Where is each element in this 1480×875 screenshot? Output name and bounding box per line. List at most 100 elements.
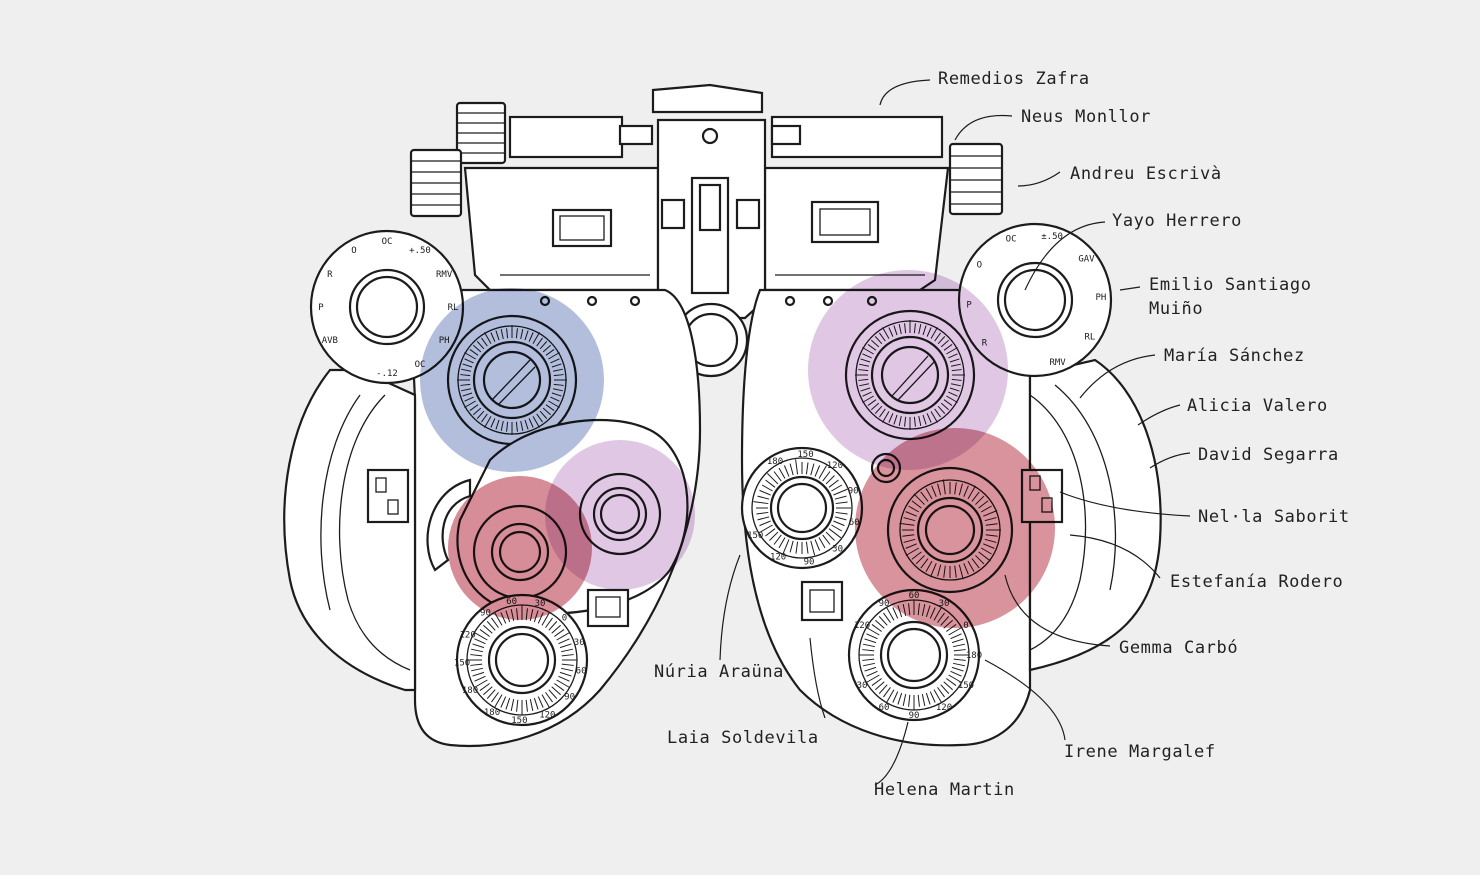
dial-tick [491, 617, 499, 628]
dial-tick [886, 607, 895, 621]
dial-number: 90 [564, 693, 575, 703]
dial-tick [470, 654, 483, 657]
dial-number: 0 [562, 614, 567, 624]
dial-tick [875, 681, 885, 691]
dial-number: O [351, 246, 356, 256]
dial-number: 90 [480, 608, 491, 618]
dial-tick [753, 501, 769, 505]
dial-tick [946, 678, 957, 686]
dial-tick [948, 674, 962, 683]
dial-number: 30 [832, 545, 843, 555]
dial-tick [525, 699, 528, 712]
leader-lines [719, 79, 1191, 786]
dial-tick [862, 658, 875, 661]
dial-tick [548, 689, 558, 699]
dial-tick [950, 670, 962, 677]
dial-tick [951, 638, 964, 644]
dial-tick [757, 495, 770, 500]
dial-number: OC [382, 237, 393, 247]
dial-tick [835, 511, 848, 515]
dial-number: OC [415, 360, 426, 370]
dial-tick [866, 633, 878, 640]
dial-tick [558, 638, 570, 645]
dial-tick [825, 475, 835, 485]
dial-tick [871, 624, 882, 632]
dial-tick [937, 687, 945, 698]
knob-left-upper [455, 101, 507, 165]
dial-tick [559, 643, 572, 649]
dial-number: 150 [511, 716, 527, 726]
label-maria: María Sánchez [1164, 346, 1305, 366]
label-yayo: Yayo Herrero [1112, 211, 1242, 231]
label-helena: Helena Martin [874, 780, 1015, 800]
dial-tick [491, 692, 499, 703]
dial-tick [862, 649, 875, 652]
dial-tick [759, 524, 773, 533]
dial-tick [892, 691, 899, 703]
dial-number: 60 [879, 703, 890, 713]
dial-number: ±.50 [1041, 232, 1063, 242]
dial-tick [822, 534, 831, 545]
dial-tick [759, 489, 771, 496]
dial-tick [818, 465, 827, 479]
dial-tick [510, 699, 515, 711]
dial-tick [886, 689, 895, 703]
dial-tick [878, 684, 888, 694]
dial-tick [479, 683, 490, 691]
dial-tick [541, 694, 550, 708]
label-remedios: Remedios Zafra [938, 69, 1090, 89]
dial-tick [773, 471, 782, 482]
dial-tick [933, 689, 942, 703]
dial-tick [875, 619, 885, 629]
dial-tick [917, 694, 920, 707]
dial-number: 120 [770, 552, 786, 562]
dial-number: 30 [574, 638, 585, 648]
dial-tick [783, 465, 790, 477]
phoropter-illustration [283, 83, 1162, 747]
dial-number: 90 [909, 711, 920, 721]
dial-tick [766, 472, 779, 485]
dial-tick [471, 648, 483, 653]
dial-tick [866, 674, 880, 683]
dial-tick [828, 479, 839, 488]
dial-tick [778, 467, 786, 479]
dial-tick [835, 501, 848, 505]
dial-tick [863, 643, 875, 648]
dial-tick [925, 692, 931, 705]
dial-tick [561, 648, 573, 653]
top-bar [409, 83, 1004, 218]
dial-number: GAV [1078, 255, 1095, 265]
dial-number: 60 [576, 666, 587, 676]
dial-tick [897, 692, 903, 705]
dial-tick [834, 495, 847, 500]
dial-tick [537, 696, 544, 708]
dial-tick [483, 686, 493, 696]
center-column [656, 118, 767, 378]
dial-number: RMV [436, 270, 453, 280]
dial-tick [551, 686, 561, 696]
dial-number: 150 [747, 531, 763, 541]
label-david: David Segarra [1198, 445, 1339, 465]
dial-number: RL [448, 303, 459, 313]
dial-tick [516, 699, 519, 712]
label-nuria: Núria Araüna [654, 662, 784, 682]
dial-number: 60 [849, 518, 860, 528]
dial-tick [554, 629, 565, 637]
dial-tick [545, 617, 553, 628]
dial-number: 90 [879, 599, 890, 609]
dial-number: 30 [857, 681, 868, 691]
label-emilio-line1: Emilio Santiago [1149, 275, 1312, 295]
dial-tick [778, 537, 786, 549]
dial-tick [883, 687, 891, 698]
dial-tick [892, 607, 899, 619]
dial-tick [795, 541, 799, 554]
dial-tick [831, 484, 843, 492]
dial-tick [529, 699, 534, 711]
dial-tick [805, 462, 809, 475]
dial-tick [558, 675, 570, 682]
dial-tick [533, 697, 539, 710]
dial-number: OC [1006, 234, 1017, 244]
dial-tick [831, 524, 843, 532]
dial-number: 90 [804, 558, 815, 568]
